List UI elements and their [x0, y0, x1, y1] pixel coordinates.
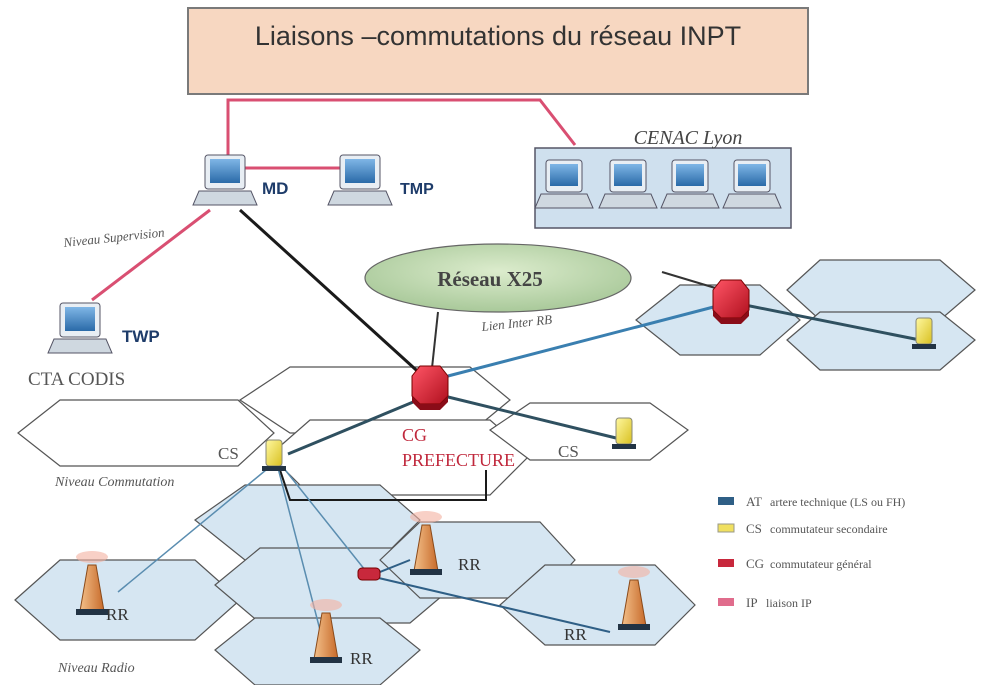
legend-item-at: AT artere technique (LS ou FH)	[718, 494, 905, 509]
cg-label-line2: PREFECTURE	[402, 450, 515, 470]
legend-swatch-cs	[717, 523, 735, 533]
md-label: MD	[262, 179, 288, 198]
legend-item-ip: IP liaison IP	[718, 595, 812, 610]
x25-network: Réseau X25	[364, 243, 632, 313]
legend-code-cs: CS	[746, 521, 762, 536]
legend-text-ip: liaison IP	[766, 596, 812, 610]
title-box: Liaisons –commutations du réseau INPT	[187, 7, 809, 95]
ip-links	[91, 98, 577, 302]
cs-switch-icon	[912, 317, 936, 349]
relay-node-icon	[357, 567, 381, 581]
cenac-label: CENAC Lyon	[634, 127, 743, 149]
rr-left-label: RR	[106, 605, 129, 624]
computer-icon	[598, 159, 658, 209]
cs-switch-icon	[612, 417, 636, 449]
cg-switch-icon	[411, 365, 449, 410]
legend-item-cg: CG commutateur général	[718, 556, 872, 571]
legend-code-at: AT	[746, 494, 762, 509]
legend-text-cs: commutateur secondaire	[770, 522, 888, 536]
computer-icon	[534, 159, 594, 209]
radio-tower-icon	[618, 566, 650, 630]
cs-switch-icon	[262, 439, 286, 471]
computer-icon	[192, 154, 258, 206]
computer-icon	[722, 159, 782, 209]
commutation-annotation: Niveau Commutation	[54, 475, 174, 490]
cg-label-line1: CG	[402, 425, 427, 445]
diagram-title: Liaisons –commutations du réseau INPT	[255, 21, 741, 51]
legend: AT artere technique (LS ou FH) CS commut…	[717, 494, 905, 610]
legend-text-cg: commutateur général	[770, 557, 872, 571]
rr-bottom-label: RR	[350, 649, 373, 668]
cg-switch-icon	[712, 279, 750, 324]
tmp-label: TMP	[400, 181, 434, 198]
legend-code-ip: IP	[746, 595, 758, 610]
radio-annotation: Niveau Radio	[57, 661, 135, 676]
rr-right-label: RR	[564, 625, 587, 644]
legend-code-cg: CG	[746, 556, 764, 571]
legend-item-cs: CS commutateur secondaire	[717, 521, 888, 536]
radio-tower-icon	[310, 599, 342, 663]
x25-label: Réseau X25	[437, 267, 543, 291]
legend-text-at: artere technique (LS ou FH)	[770, 495, 905, 509]
supervision-annotation: Niveau Supervision	[62, 224, 165, 250]
rr-top-label: RR	[458, 555, 481, 574]
cs-right-label: CS	[558, 442, 579, 461]
radio-tower-icon	[410, 511, 442, 575]
backbone-links	[117, 208, 921, 633]
legend-swatch-ip	[718, 598, 734, 606]
cs-left-label: CS	[218, 444, 239, 463]
radio-tower-icon	[76, 551, 108, 615]
inter-rb-annotation: Lien Inter RB	[480, 312, 553, 334]
computer-icon	[660, 159, 720, 209]
legend-swatch-cg	[718, 559, 734, 567]
legend-swatch-at	[718, 497, 734, 505]
computer-icon	[327, 154, 393, 206]
cta-label: CTA CODIS	[28, 369, 125, 390]
computer-icon	[47, 302, 113, 354]
twp-label: TWP	[122, 327, 160, 346]
